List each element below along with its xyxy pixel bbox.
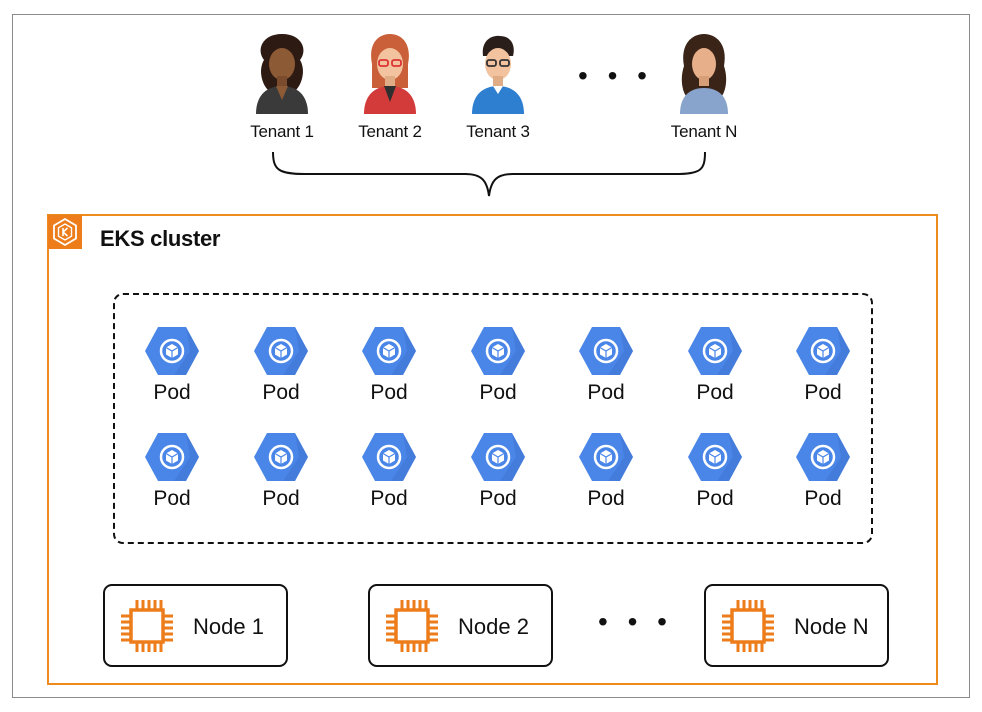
woman-curly-hair-icon (256, 34, 308, 114)
pod-hexagon-icon (688, 433, 742, 481)
pod-hexagon-icon (145, 327, 199, 375)
pod-hexagon-icon (254, 433, 308, 481)
pod-label: Pod (153, 487, 191, 510)
pod: Pod (132, 431, 212, 511)
pod-hexagon-icon (362, 327, 416, 375)
node-label: Node 1 (193, 614, 264, 639)
pod-label: Pod (696, 381, 734, 404)
pod-hexagon-icon (796, 433, 850, 481)
pod-hexagon-icon (145, 433, 199, 481)
pod: Pod (349, 325, 429, 405)
pod-hexagon-icon (796, 327, 850, 375)
pod: Pod (241, 431, 321, 511)
pod: Pod (349, 431, 429, 511)
eks-cluster-container (47, 214, 938, 685)
pods-group (113, 293, 873, 544)
pod-label: Pod (804, 381, 842, 404)
chip-icon (722, 600, 774, 652)
tenant-ellipsis: • • • (578, 60, 653, 91)
pod-label: Pod (587, 381, 625, 404)
pod: Pod (458, 325, 538, 405)
pod: Pod (675, 325, 755, 405)
pod-hexagon-icon (579, 433, 633, 481)
man-glasses-icon (472, 35, 524, 114)
pod-label: Pod (479, 487, 517, 510)
pod: Pod (241, 325, 321, 405)
tenant-label: Tenant N (670, 122, 738, 141)
pod-label: Pod (370, 487, 408, 510)
node-label: Node 2 (458, 614, 529, 639)
pod-label: Pod (804, 487, 842, 510)
woman-glasses-icon (364, 34, 416, 114)
pod-hexagon-icon (471, 433, 525, 481)
pod-label: Pod (262, 381, 300, 404)
eks-icon (48, 215, 82, 249)
node-label: Node N (794, 614, 869, 639)
pod-label: Pod (479, 381, 517, 404)
chip-icon (386, 600, 438, 652)
chip-icon (121, 600, 173, 652)
pod-hexagon-icon (362, 433, 416, 481)
tenant-1: Tenant 1 (232, 30, 332, 142)
pod-hexagon-icon (688, 327, 742, 375)
tenant-label: Tenant 2 (358, 122, 422, 141)
pod-hexagon-icon (579, 327, 633, 375)
pod: Pod (783, 325, 863, 405)
cluster-title: EKS cluster (100, 226, 221, 251)
node-2: Node 2 (368, 584, 553, 667)
diagram-frame (12, 14, 970, 698)
tenant-2: Tenant 2 (340, 30, 440, 142)
tenant-n: Tenant N (654, 30, 754, 142)
tenant-3: Tenant 3 (448, 30, 548, 142)
woman-long-hair-icon (680, 34, 728, 114)
pod-label: Pod (370, 381, 408, 404)
pod: Pod (675, 431, 755, 511)
tenant-label: Tenant 3 (466, 122, 530, 141)
tenant-label: Tenant 1 (250, 122, 314, 141)
pod-hexagon-icon (471, 327, 525, 375)
pod-hexagon-icon (254, 327, 308, 375)
pod: Pod (566, 431, 646, 511)
pod-label: Pod (153, 381, 191, 404)
node-1: Node 1 (103, 584, 288, 667)
pod-label: Pod (587, 487, 625, 510)
pod: Pod (566, 325, 646, 405)
node-n: Node N (704, 584, 889, 667)
node-ellipsis: • • • (598, 606, 673, 637)
pod-label: Pod (696, 487, 734, 510)
tenants-brace (272, 151, 706, 197)
pod: Pod (132, 325, 212, 405)
pod: Pod (458, 431, 538, 511)
pod: Pod (783, 431, 863, 511)
pod-label: Pod (262, 487, 300, 510)
